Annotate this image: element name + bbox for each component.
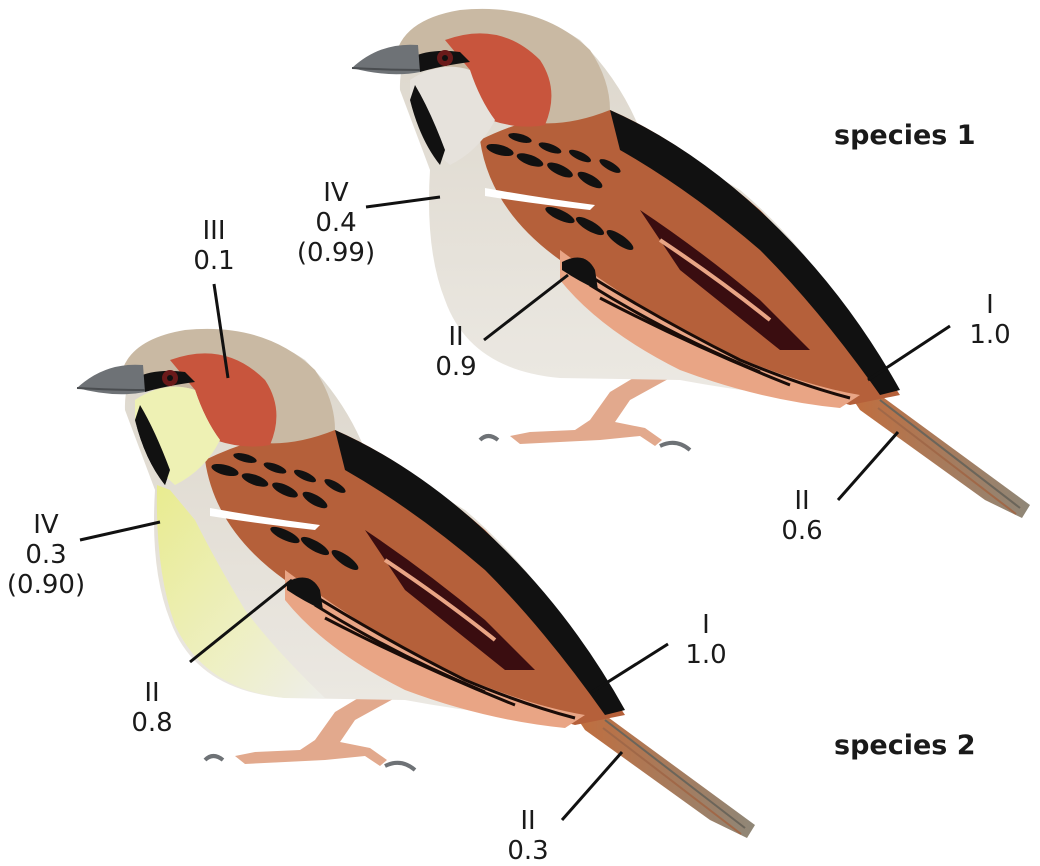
region-label: I (685, 610, 726, 640)
species-1-title: species 1 (834, 120, 976, 151)
region-value: 1.0 (685, 640, 726, 670)
region-value: 0.3 (7, 540, 85, 570)
label-s1-tail: II 0.6 (781, 486, 822, 546)
region-value: 0.1 (193, 246, 234, 276)
region-label: I (969, 290, 1010, 320)
region-value: 0.4 (297, 208, 375, 238)
species-2-title: species 2 (834, 730, 976, 761)
region-value: 0.3 (507, 836, 548, 866)
region-label: II (781, 486, 822, 516)
region-alt-value: (0.99) (297, 238, 375, 268)
label-s1-nape: III 0.1 (193, 216, 234, 276)
region-label: IV (7, 510, 85, 540)
label-s1-wing-patch: II 0.9 (435, 322, 476, 382)
label-s2-tail: II 0.3 (507, 806, 548, 866)
region-label: III (193, 216, 234, 246)
region-value: 0.6 (781, 516, 822, 546)
label-s2-belly: IV 0.3 (0.90) (7, 510, 85, 600)
region-value: 0.9 (435, 352, 476, 382)
sparrow-species-1 (352, 9, 1030, 518)
region-value: 0.8 (131, 708, 172, 738)
label-s2-rump: I 1.0 (685, 610, 726, 670)
sparrow-species-2 (77, 329, 755, 838)
region-value: 1.0 (969, 320, 1010, 350)
region-label: II (131, 678, 172, 708)
label-s1-rump: I 1.0 (969, 290, 1010, 350)
label-s1-belly: IV 0.4 (0.99) (297, 178, 375, 268)
region-label: II (435, 322, 476, 352)
region-alt-value: (0.90) (7, 570, 85, 600)
label-s2-wing-patch: II 0.8 (131, 678, 172, 738)
region-label: IV (297, 178, 375, 208)
region-label: II (507, 806, 548, 836)
